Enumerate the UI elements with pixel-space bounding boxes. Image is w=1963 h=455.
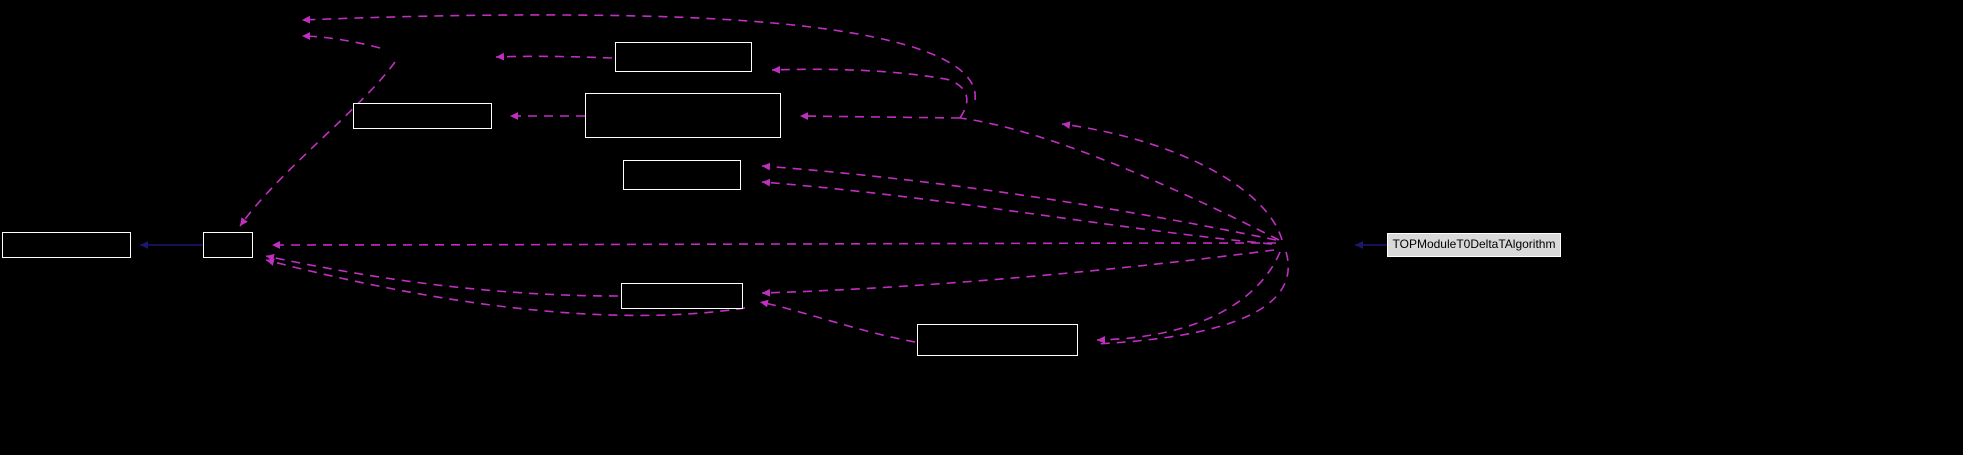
edge-hub-upper-left-arrow <box>1061 121 1283 241</box>
edge-n7-n6 <box>759 299 916 343</box>
edge-hub-n1 <box>271 241 1277 249</box>
graph-node-current[interactable]: TOPModuleT0DeltaTAlgorithm <box>1387 233 1561 257</box>
graph-node[interactable] <box>623 160 741 190</box>
edge-top-sweep-b <box>301 32 381 49</box>
graph-node[interactable] <box>615 42 752 72</box>
edge-hub-n5-b <box>761 178 1273 245</box>
edge-hub-n5-a <box>761 162 1277 241</box>
graph-node[interactable] <box>621 283 743 309</box>
edge-n3-left <box>495 52 613 61</box>
edge-n6-n1 <box>265 253 619 297</box>
graph-node[interactable] <box>917 324 1078 356</box>
node-label: TOPModuleT0DeltaTAlgorithm <box>1392 237 1556 252</box>
graph-node[interactable] <box>353 103 492 129</box>
graph-node[interactable] <box>2 232 131 258</box>
edge-hub-n3 <box>771 65 968 119</box>
edge-down-left-to-n1 <box>239 61 396 227</box>
edge-hub-n6 <box>761 249 1275 297</box>
edge-hub-n4 <box>799 112 961 120</box>
edge-hub-n7 <box>1096 251 1281 344</box>
edge-hub-n4-seg <box>959 117 1280 241</box>
graph-node[interactable] <box>585 93 781 138</box>
edge-hub-n7-outer <box>1095 251 1290 345</box>
graph-node[interactable] <box>203 232 253 258</box>
